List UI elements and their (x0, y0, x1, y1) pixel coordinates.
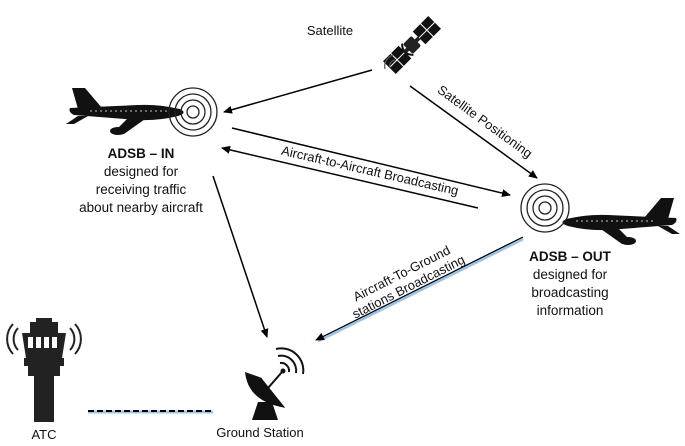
radio-waves-icon (168, 87, 218, 137)
adsb-in-description: ADSB – IN designed for receiving traffic… (46, 145, 236, 217)
control-tower-icon (6, 318, 82, 422)
adsb-in-line-3: about nearby aircraft (79, 200, 203, 215)
link-highlight-ground (317, 237, 524, 343)
satellite-label: Satellite (306, 23, 354, 38)
adsb-in-title: ADSB – IN (107, 146, 175, 161)
radio-waves-icon (384, 54, 396, 70)
arrow-adsb-in-to-ground (212, 175, 269, 338)
adsb-out-line-3: information (536, 303, 604, 318)
airplane-icon (562, 198, 680, 245)
arrow-adsb-in-to-adsb-out (231, 127, 511, 198)
arrow-adsb-out-to-ground (315, 236, 524, 341)
ground-station-label: Ground Station (216, 425, 304, 440)
airplane-icon (66, 88, 184, 135)
atc-label: ATC (31, 427, 57, 442)
arrow-satellite-to-adsb-out (409, 85, 538, 179)
satellite-icon (383, 16, 441, 74)
adsb-out-line-1: designed for (532, 267, 608, 282)
dish-antenna-icon (245, 347, 305, 420)
arrow-satellite-to-adsb-in (223, 69, 373, 114)
adsb-out-title: ADSB – OUT (529, 249, 611, 264)
adsb-in-line-2: receiving traffic (95, 182, 187, 197)
adsb-out-line-2: broadcasting (531, 285, 609, 300)
adsb-in-line-1: designed for (103, 164, 179, 179)
radio-waves-icon (520, 183, 570, 233)
arrow-adsb-out-to-adsb-in (221, 145, 479, 209)
adsb-out-description: ADSB – OUT designed for broadcasting inf… (510, 248, 630, 320)
